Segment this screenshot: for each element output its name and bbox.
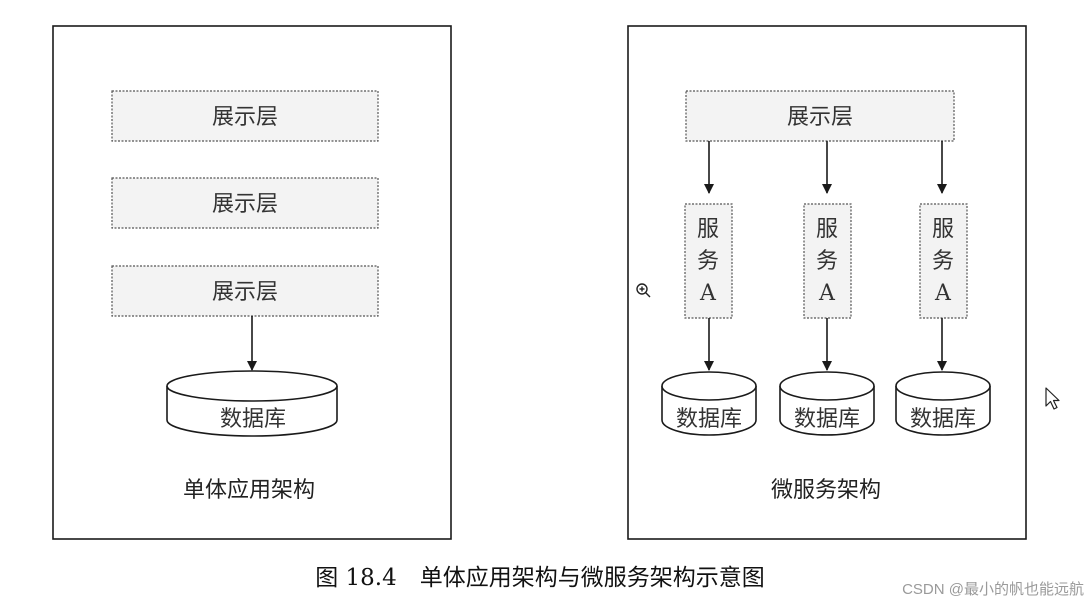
microservice-database-3-label: 数据库 — [910, 407, 976, 432]
zoom-in-icon — [636, 283, 651, 298]
microservice-panel: 展示层 服 务 A 服 务 A 服 务 A 数据库 数据库 — [627, 25, 1027, 540]
microservice-database-1 — [661, 371, 757, 436]
monolith-database-label: 数据库 — [220, 407, 286, 432]
monolith-layer-3 — [111, 265, 379, 317]
service-3-line1: 服 — [932, 217, 954, 242]
microservice-presentation-label: 展示层 — [787, 105, 853, 130]
service-1-line2: 务 — [697, 249, 719, 274]
monolith-layer-1 — [111, 90, 379, 142]
figure-caption: 图 18.4 单体应用架构与微服务架构示意图 — [315, 565, 765, 591]
service-2-line2: 务 — [816, 249, 838, 274]
service-box-1 — [684, 203, 733, 319]
monolith-layer-2 — [111, 177, 379, 229]
service-1-line1: 服 — [697, 217, 719, 242]
service-1-line3: A — [699, 281, 717, 306]
microservice-caption: 微服务架构 — [771, 478, 881, 503]
service-3-line2: 务 — [932, 249, 954, 274]
microservice-database-2 — [779, 371, 875, 436]
monolith-caption: 单体应用架构 — [183, 478, 315, 503]
service-box-2 — [803, 203, 852, 319]
service-box-3 — [919, 203, 968, 319]
monolith-layer-1-label: 展示层 — [212, 105, 278, 130]
microservice-presentation-layer — [685, 90, 955, 142]
mouse-cursor-icon — [1045, 387, 1060, 410]
monolith-panel: 展示层 展示层 展示层 数据库 单体应用架构 — [52, 25, 452, 540]
microservice-database-3 — [895, 371, 991, 436]
monolith-layer-2-label: 展示层 — [212, 192, 278, 217]
service-2-line3: A — [818, 281, 836, 306]
monolith-database — [166, 370, 338, 437]
service-2-line1: 服 — [816, 217, 838, 242]
watermark: CSDN @最小的帆也能远航 — [902, 581, 1084, 598]
monolith-layer-3-label: 展示层 — [212, 280, 278, 305]
service-3-line3: A — [934, 281, 952, 306]
microservice-database-2-label: 数据库 — [794, 407, 860, 432]
microservice-database-1-label: 数据库 — [676, 407, 742, 432]
